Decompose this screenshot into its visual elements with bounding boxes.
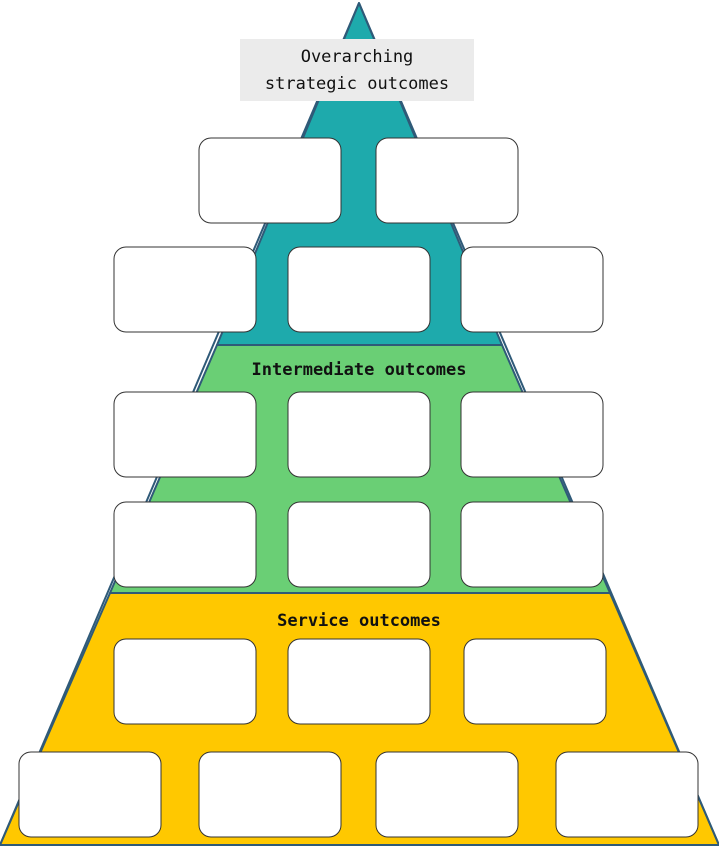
top-tier-outcome-box	[460, 246, 604, 333]
top-tier-outcome-box	[375, 137, 519, 224]
bottom-tier-outcome-box	[375, 751, 519, 838]
top-tier-title-background	[240, 39, 474, 101]
middle-tier-title: Intermediate outcomes	[251, 360, 467, 380]
outcome-boxes	[18, 137, 699, 838]
middle-tier-outcome-box	[113, 501, 257, 588]
bottom-tier-outcome-box	[18, 751, 162, 838]
middle-tier-outcome-box	[287, 501, 431, 588]
bottom-tier-outcome-box	[198, 751, 342, 838]
top-tier-title-line1: Overarching	[300, 47, 414, 67]
bottom-tier-outcome-box	[463, 638, 607, 725]
top-tier-outcome-box	[287, 246, 431, 333]
bottom-tier-outcome-box	[113, 638, 257, 725]
bottom-tier-outcome-box	[287, 638, 431, 725]
bottom-tier-outcome-box	[555, 751, 699, 838]
top-tier-outcome-box	[113, 246, 257, 333]
bottom-tier-title: Service outcomes	[277, 611, 441, 631]
middle-tier-outcome-box	[113, 391, 257, 478]
top-tier-title-line2: strategic outcomes	[264, 74, 450, 94]
top-tier-outcome-box	[198, 137, 342, 224]
middle-tier-outcome-box	[460, 391, 604, 478]
middle-tier-outcome-box	[287, 391, 431, 478]
middle-tier-outcome-box	[460, 501, 604, 588]
